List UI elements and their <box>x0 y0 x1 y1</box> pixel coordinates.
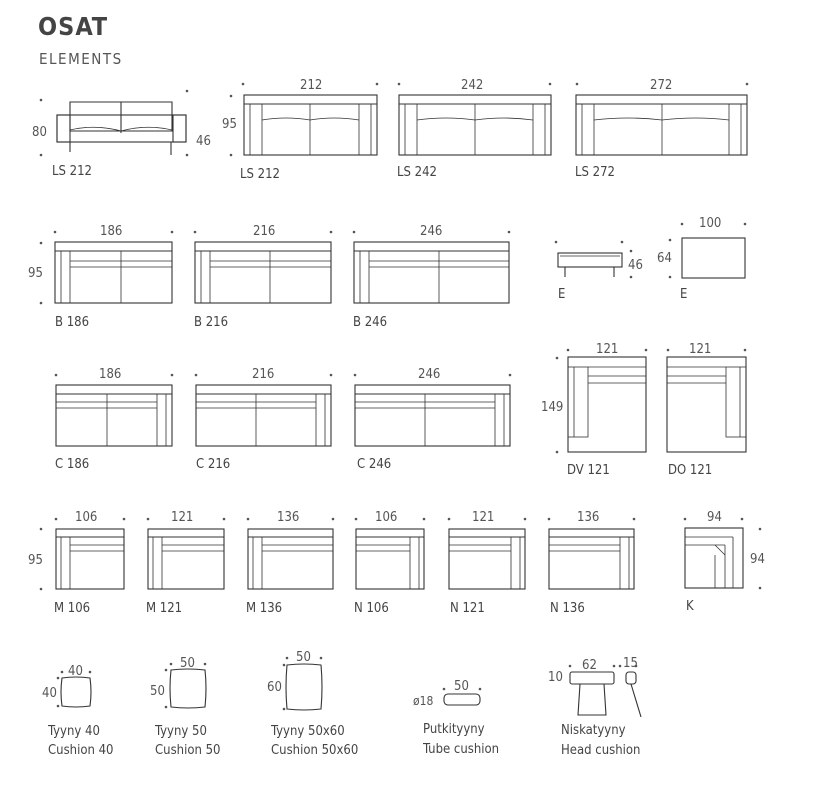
cushion40: 40 40 Tyyny 40 Cushion 40 <box>42 664 114 758</box>
cushion50-label-fi: Tyyny 50 <box>154 724 207 739</box>
b186-label: B 186 <box>55 315 89 330</box>
tube-cushion: 50 ø18 Putkityyny Tube cushion <box>413 679 499 757</box>
b186-top-view: 186 95 B 186 <box>28 224 174 330</box>
e-front-label: E <box>558 287 565 302</box>
ls212-depth-dim: 95 <box>222 117 237 132</box>
cushion40-width-dim: 40 <box>68 664 83 679</box>
ls272-label: LS 272 <box>575 165 615 180</box>
m106-width-dim: 106 <box>75 510 97 525</box>
c246-width-dim: 246 <box>418 367 440 382</box>
cushion40-height-dim: 40 <box>42 686 57 701</box>
k-label: K <box>686 599 694 614</box>
ls242-label: LS 242 <box>397 165 437 180</box>
c186-top-view: 186 C 186 <box>54 367 174 472</box>
cushion5060-label-fi: Tyyny 50x60 <box>270 724 345 739</box>
b216-label: B 216 <box>194 315 228 330</box>
m136-width-dim: 136 <box>277 510 299 525</box>
tube-label-fi: Putkityyny <box>423 722 485 737</box>
n136-label: N 136 <box>550 601 585 616</box>
dv121-width-dim: 121 <box>596 342 618 357</box>
dv121-label: DV 121 <box>567 463 610 478</box>
cushion40-label-fi: Tyyny 40 <box>47 724 100 739</box>
cushion50: 50 50 Tyyny 50 Cushion 50 <box>150 656 221 758</box>
do121-top-view: 121 DO 121 <box>666 342 747 478</box>
e-depth-dim: 64 <box>657 251 672 266</box>
head-label-fi: Niskatyyny <box>561 723 626 738</box>
n106-width-dim: 106 <box>375 510 397 525</box>
n121-top-view: 121 N 121 <box>447 510 527 616</box>
page-subtitle: ELEMENTS <box>39 50 123 68</box>
k-width-dim: 94 <box>707 510 722 525</box>
b246-label: B 246 <box>353 315 387 330</box>
head-height-dim: 10 <box>548 670 563 685</box>
dv121-depth-dim: 149 <box>541 400 563 415</box>
n121-label: N 121 <box>450 601 485 616</box>
head-label-en: Head cushion <box>561 743 640 758</box>
c216-width-dim: 216 <box>252 367 274 382</box>
cushion5060-label-en: Cushion 50x60 <box>271 743 358 758</box>
cushion50-height-dim: 50 <box>150 684 165 699</box>
head-width-dim: 62 <box>582 658 597 673</box>
ls212-front-label: LS 212 <box>52 164 92 179</box>
ls212-height-dim: 80 <box>32 125 47 140</box>
c216-top-view: 216 C 216 <box>194 367 333 472</box>
tube-diameter-dim: ø18 <box>413 694 433 708</box>
c216-label: C 216 <box>196 457 230 472</box>
ls212-front-view: 80 46 LS 212 <box>32 89 211 179</box>
e-front-view: 46 E <box>554 240 643 302</box>
b216-width-dim: 216 <box>253 224 275 239</box>
ls212-top-view: 212 95 LS 212 <box>222 78 379 182</box>
m121-width-dim: 121 <box>171 510 193 525</box>
ls212-width-dim: 212 <box>300 78 322 93</box>
n136-top-view: 136 N 136 <box>547 510 636 616</box>
e-seat-height-dim: 46 <box>628 258 643 273</box>
m136-top-view: 136 M 136 <box>246 510 335 616</box>
ls242-width-dim: 242 <box>461 78 483 93</box>
e-top-view: 100 64 E <box>657 216 747 302</box>
ls272-width-dim: 272 <box>650 78 672 93</box>
page-title: OSAT <box>38 12 109 41</box>
e-top-label: E <box>680 287 687 302</box>
do121-label: DO 121 <box>668 463 712 478</box>
n106-label: N 106 <box>354 601 389 616</box>
cushion40-label-en: Cushion 40 <box>48 743 114 758</box>
dv121-top-view: 121 149 DV 121 <box>541 342 648 478</box>
c186-label: C 186 <box>55 457 89 472</box>
b186-depth-dim: 95 <box>28 266 43 281</box>
n106-top-view: 106 N 106 <box>354 510 426 616</box>
e-width-dim: 100 <box>699 216 721 231</box>
c246-label: C 246 <box>357 457 391 472</box>
n121-width-dim: 121 <box>472 510 494 525</box>
tube-width-dim: 50 <box>454 679 469 694</box>
ls242-top-view: 242 LS 242 <box>397 78 552 180</box>
cushion5060: 50 60 Tyyny 50x60 Cushion 50x60 <box>267 650 358 758</box>
m136-label: M 136 <box>246 601 282 616</box>
tube-label-en: Tube cushion <box>422 742 499 757</box>
k-top-view: 94 94 K <box>683 510 765 614</box>
b246-width-dim: 246 <box>420 224 442 239</box>
do121-width-dim: 121 <box>689 342 711 357</box>
c246-top-view: 246 C 246 <box>353 367 512 472</box>
ls212-seat-height-dim: 46 <box>196 134 211 149</box>
b186-width-dim: 186 <box>100 224 122 239</box>
cushion5060-height-dim: 60 <box>267 680 282 695</box>
head-depth-dim: 15 <box>623 656 638 671</box>
head-cushion: 62 15 10 Niskatyyny Head cushion <box>548 656 642 758</box>
m121-top-view: 121 M 121 <box>146 510 226 616</box>
k-depth-dim: 94 <box>750 552 765 567</box>
n136-width-dim: 136 <box>577 510 599 525</box>
ls272-top-view: 272 LS 272 <box>575 78 749 180</box>
m106-label: M 106 <box>54 601 90 616</box>
cushion50-width-dim: 50 <box>180 656 195 671</box>
c186-width-dim: 186 <box>99 367 121 382</box>
b246-top-view: 246 B 246 <box>352 224 511 330</box>
b216-top-view: 216 B 216 <box>193 224 333 330</box>
m106-depth-dim: 95 <box>28 553 43 568</box>
ls212-label: LS 212 <box>240 167 280 182</box>
cushion50-label-en: Cushion 50 <box>155 743 221 758</box>
m121-label: M 121 <box>146 601 182 616</box>
cushion5060-width-dim: 50 <box>296 650 311 665</box>
m106-top-view: 106 95 M 106 <box>28 510 126 616</box>
